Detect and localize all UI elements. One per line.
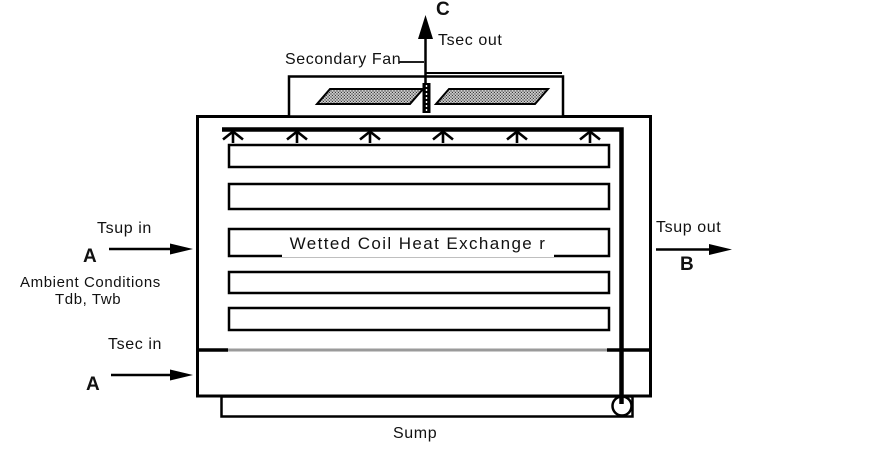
tsec-in-arrowhead-icon (170, 369, 193, 381)
tsup-out-arrowhead-icon (709, 244, 732, 255)
tsup-in-arrowhead-icon (170, 243, 193, 255)
recirculation-pipe-line (222, 127, 624, 404)
spray-arrow-icon (222, 129, 244, 143)
spray-arrow-icon (432, 129, 454, 143)
tsup-in-label: Tsup in (97, 220, 152, 237)
coil-row (227, 306, 611, 332)
sump-label: Sump (393, 425, 438, 442)
coil-row (227, 182, 611, 211)
spray-arrow-icon (579, 129, 601, 143)
tdb-twb-label: Tdb, Twb (55, 291, 122, 308)
coil-row (227, 270, 611, 295)
spray-arrow-icon (506, 129, 528, 143)
point-a-top-label: A (83, 246, 98, 267)
tsup-out-label: Tsup out (656, 219, 722, 236)
tsec-in-label: Tsec in (108, 336, 162, 353)
ambient-conditions-label: Ambient Conditions (20, 274, 161, 291)
fan-blade-left-icon (314, 88, 426, 105)
sump-box (220, 395, 634, 418)
sec-air-out-arrowhead-icon (418, 15, 433, 39)
coil-row (227, 143, 611, 169)
fan-blade-right-icon (433, 88, 551, 105)
point-b-label: B (680, 254, 695, 275)
heat-exchanger-label: Wetted Coil Heat Exchange r (282, 232, 554, 257)
spray-arrow-icon (359, 129, 381, 143)
secondary-fan-label: Secondary Fan (285, 51, 402, 68)
spray-arrows-group (222, 129, 601, 143)
point-a-bottom-label: A (86, 374, 101, 395)
tsec-out-label: Tsec out (438, 32, 503, 49)
spray-arrow-icon (286, 129, 308, 143)
point-c-label: C (436, 0, 451, 20)
